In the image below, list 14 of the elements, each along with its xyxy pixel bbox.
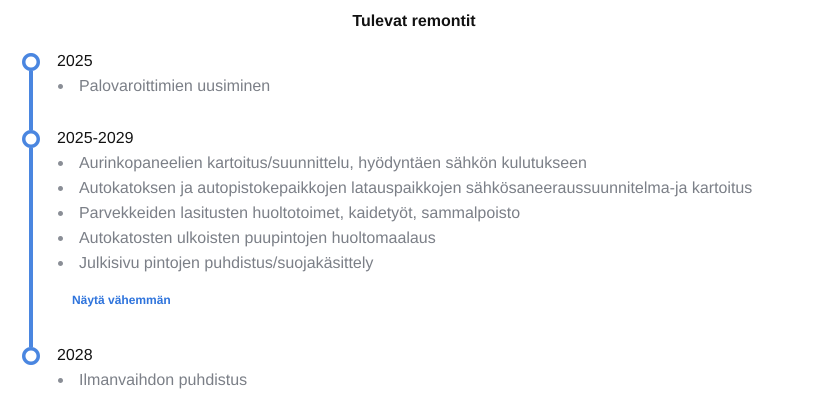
list-item: Julkisivu pintojen puhdistus/suojakäsittely <box>57 251 374 276</box>
list-item: Autokatosten ulkoisten puupintojen huoltomaalaus <box>57 226 436 251</box>
list-item: Parvekkeiden lasitusten huoltotoimet, kaidetyöt, sammalpoisto <box>57 201 520 226</box>
year-heading: 2028 <box>57 347 93 365</box>
year-heading: 2025-2029 <box>57 130 134 148</box>
list-item: Autokatoksen ja autopistokepaikkojen latauspaikkojen sähkösaneeraussuunnitelma-ja kartoitus <box>57 176 752 201</box>
title: Tulevat remontit <box>352 12 476 32</box>
year-heading: 2025 <box>57 53 93 71</box>
list-item: Palovaroittimien uusiminen <box>57 74 270 99</box>
list-item: Aurinkopaneelien kartoitus/suunnittelu, hyödyntäen sähkön kulutukseen <box>57 151 587 176</box>
timeline-line <box>29 71 33 130</box>
timeline-line <box>29 148 33 347</box>
show-less-link: Näytä vähemmän <box>72 292 171 308</box>
list-item: Ilmanvaihdon puhdistus <box>57 368 248 393</box>
